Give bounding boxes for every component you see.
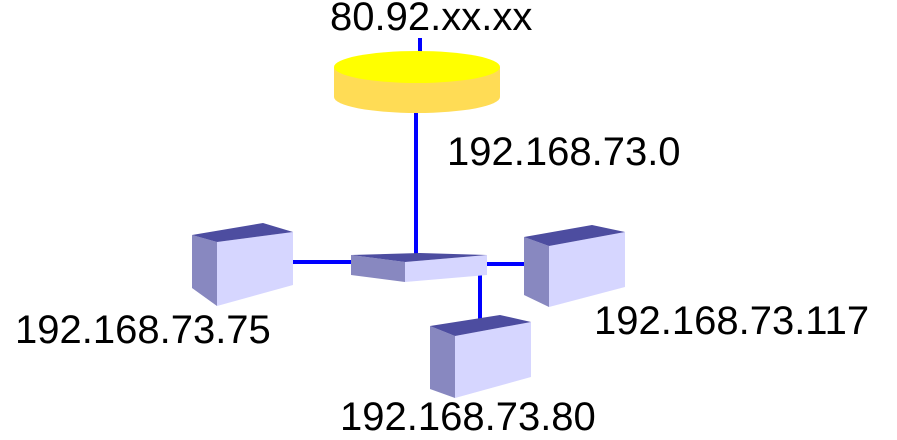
host-right-icon: [524, 225, 625, 307]
host-bottom-icon: [430, 315, 531, 398]
host-left-icon: [192, 223, 293, 306]
host-bottom-label: 192.168.73.80: [340, 395, 596, 439]
host-left-label: 192.168.73.75: [15, 308, 271, 352]
host-right-label: 192.168.73.117: [594, 299, 869, 343]
switch-icon: [351, 253, 487, 282]
router-icon: [334, 51, 500, 113]
network-label: 192.168.73.0: [447, 130, 681, 174]
router-ip-label: 80.92.xx.xx: [330, 0, 532, 39]
